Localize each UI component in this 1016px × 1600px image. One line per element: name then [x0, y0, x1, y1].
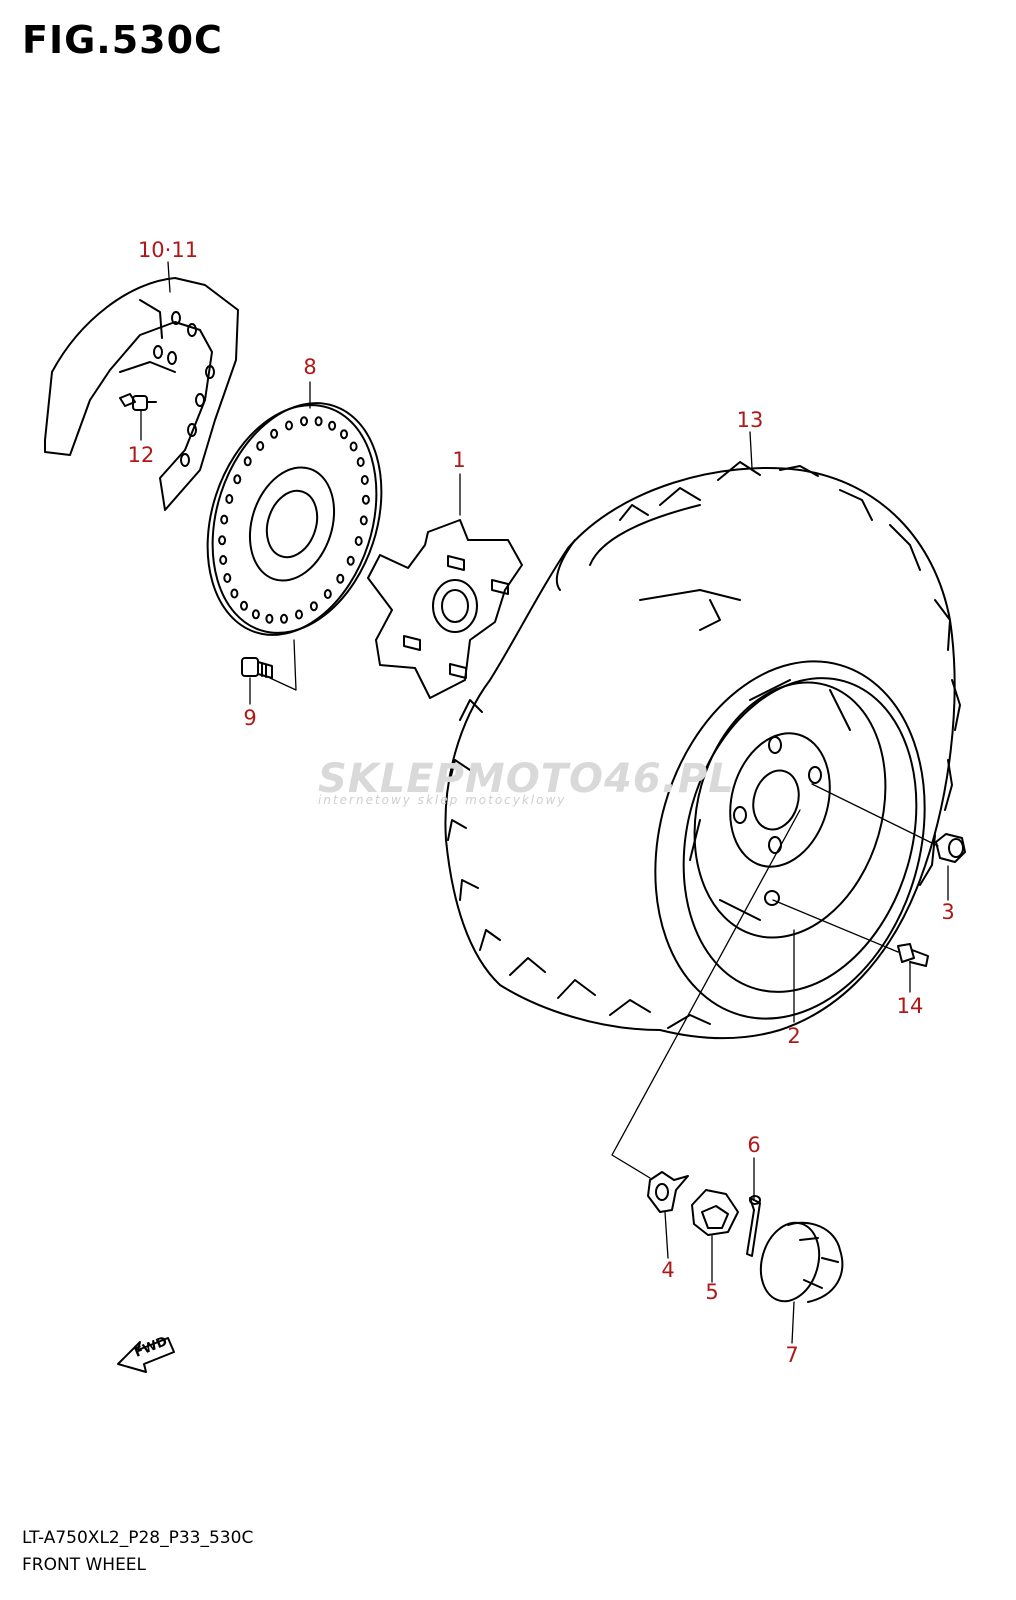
fwd-arrow-icon [117, 1337, 175, 1373]
label-part-6[interactable]: 6 [747, 1133, 761, 1157]
disc-vent-hole [233, 474, 242, 485]
disc-vent-hole [314, 416, 323, 427]
hub-stud [491, 579, 509, 595]
hub-stud [447, 555, 465, 571]
figure-title: FIG.530C [22, 18, 223, 62]
disc-vent-hole [265, 613, 274, 624]
hub-stud [403, 635, 421, 651]
watermark-main: SKLEPMOTO46.PL [318, 756, 735, 802]
disc-vent-hole [223, 573, 232, 583]
hub-stud [449, 663, 467, 679]
disc-vent-hole [256, 441, 265, 451]
footer-diagram-code: LT-A750XL2_P28_P33_530C [22, 1528, 254, 1548]
disc-vent-hole [300, 416, 308, 427]
label-part-4[interactable]: 4 [661, 1258, 675, 1282]
disc-vent-hole [251, 609, 260, 620]
label-part-8[interactable]: 8 [303, 355, 317, 379]
label-part-5[interactable]: 5 [705, 1280, 719, 1304]
valve-14 [897, 943, 929, 967]
disc-vent-hole [218, 535, 227, 546]
disc-vent-hole [354, 536, 363, 546]
disc-vent-hole [225, 494, 234, 504]
disc-vent-hole [361, 494, 370, 505]
brake-disc-cover [44, 277, 239, 511]
disc-vent-hole [243, 456, 252, 467]
disc-vent-hole [336, 573, 345, 584]
watermark-sub: internetowy sklep motocyklowy [318, 793, 567, 807]
brake-disc [206, 402, 383, 636]
label-part-14[interactable]: 14 [896, 994, 924, 1018]
washer-4 [647, 1171, 689, 1213]
disc-vent-hole [340, 429, 348, 440]
label-part-12[interactable]: 12 [127, 443, 155, 467]
disc-vent-hole [323, 589, 332, 599]
disc-vent-hole [280, 613, 288, 624]
disc-vent-hole [328, 420, 337, 431]
cotter-pin-6 [746, 1195, 761, 1257]
hub-cap-7 [759, 1221, 844, 1303]
label-part-7[interactable]: 7 [785, 1343, 799, 1367]
label-part-3[interactable]: 3 [941, 900, 955, 924]
label-part-10-11[interactable]: 10·11 [137, 238, 199, 262]
disc-vent-hole [285, 420, 293, 431]
disc-vent-hole [219, 555, 228, 565]
disc-vent-hole [270, 428, 279, 439]
disc-vent-hole [240, 600, 248, 611]
bolt-12 [119, 393, 157, 411]
tire-assembly [444, 461, 961, 1040]
disc-vent-hole [349, 441, 358, 452]
bolt-9 [241, 657, 273, 679]
disc-vent-hole [360, 475, 369, 485]
label-part-13[interactable]: 13 [736, 408, 764, 432]
label-part-9[interactable]: 9 [243, 706, 257, 730]
leader-lines [140, 261, 949, 1344]
footer-diagram-name: FRONT WHEEL [22, 1555, 147, 1575]
disc-vent-hole [359, 515, 368, 526]
disc-vent-hole [220, 514, 229, 525]
disc-vent-hole [356, 457, 365, 467]
disc-vent-hole [295, 609, 303, 620]
label-part-2[interactable]: 2 [787, 1024, 801, 1048]
disc-vent-hole [230, 588, 239, 599]
disc-vent-hole [346, 555, 355, 566]
castle-nut-5 [691, 1189, 739, 1236]
nut-3 [935, 833, 966, 863]
label-part-1[interactable]: 1 [452, 448, 466, 472]
wheel-hub [367, 519, 523, 699]
disc-vent-hole [309, 601, 318, 612]
